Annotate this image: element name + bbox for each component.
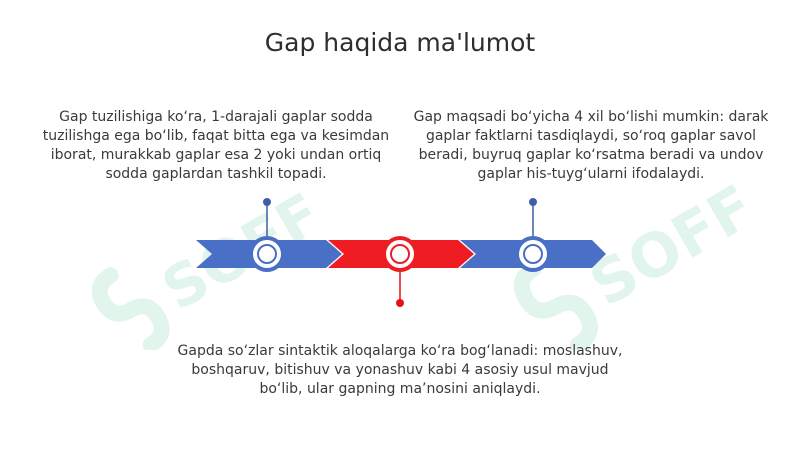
milestone-circle-2-inner xyxy=(390,244,410,264)
milestone-circle-3-inner xyxy=(523,244,543,264)
watermark-s-glyph-left xyxy=(91,267,170,350)
info-text-left: Gap tuzilishiga ko‘ra, 1-darajali gaplar… xyxy=(42,109,390,182)
milestone-circle-1-inner xyxy=(257,244,277,264)
page-title: Gap haqida ma'lumot xyxy=(264,28,536,57)
info-text-right: Gap maqsadi bo‘yicha 4 xil bo‘lishi mumk… xyxy=(413,109,769,182)
connector-dot-right xyxy=(529,198,537,206)
info-text-bottom: Gapda so‘zlar sintaktik aloqalarga ko‘ra… xyxy=(177,343,623,397)
connector-dot-left xyxy=(263,198,271,206)
watermark-logo-right: SOFF xyxy=(513,180,760,350)
watermark-s-glyph-right xyxy=(513,260,598,350)
connector-dot-middle xyxy=(396,299,404,307)
